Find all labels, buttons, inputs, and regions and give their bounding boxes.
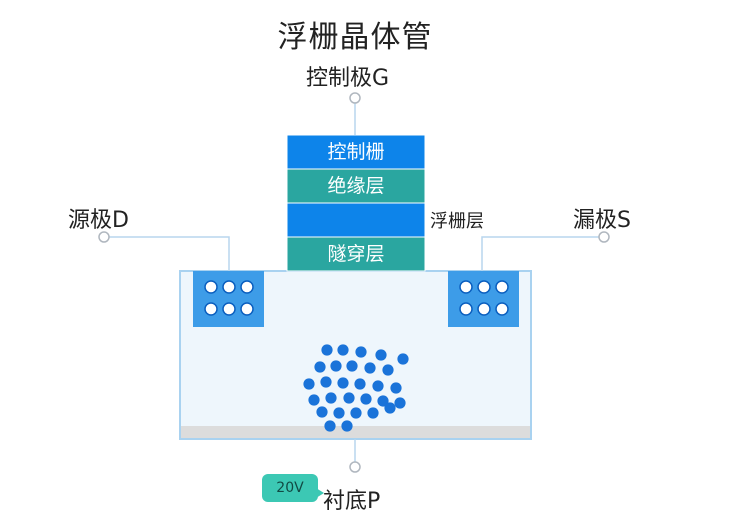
tunnel-label: 隧穿层 — [327, 243, 385, 265]
electron-dot — [350, 407, 362, 419]
voltage-badge: 20V — [262, 474, 324, 502]
electron-dot — [382, 364, 394, 376]
drain-well-electrons — [459, 280, 509, 316]
electron-dot — [397, 353, 409, 365]
electron-dot — [355, 346, 367, 358]
electron-dot — [364, 362, 376, 374]
electron-dot — [459, 302, 473, 316]
gate-terminal-node — [349, 92, 361, 104]
substrate-terminal-label: 衬底P — [323, 489, 381, 514]
substrate-base — [181, 426, 530, 438]
electron-dot — [333, 407, 345, 419]
electron-dot — [341, 420, 353, 432]
electron-dot — [337, 377, 349, 389]
electron-dot — [240, 280, 254, 294]
source-terminal-label: 源极D — [68, 208, 129, 233]
electron-dot — [390, 382, 402, 394]
electron-dot — [316, 406, 328, 418]
electron-dot — [477, 280, 491, 294]
electron-dot — [204, 302, 218, 316]
electron-dot — [320, 376, 332, 388]
substrate-terminal-node — [349, 461, 361, 473]
electron-dot — [495, 302, 509, 316]
source-well — [193, 271, 264, 327]
source-terminal-node — [98, 231, 110, 243]
electron-dot — [495, 280, 509, 294]
source-well-electrons — [204, 280, 254, 316]
electron-dot — [360, 393, 372, 405]
electron-dot — [394, 397, 406, 409]
electron-dot — [222, 280, 236, 294]
electron-dot — [354, 378, 366, 390]
electron-dot — [204, 280, 218, 294]
electron-dot — [222, 302, 236, 316]
electron-dot — [337, 344, 349, 356]
source-connector-line — [108, 236, 230, 271]
channel-electron-cluster — [303, 344, 409, 432]
drain-terminal-node — [598, 231, 610, 243]
diagram-title: 浮栅晶体管 — [277, 20, 433, 55]
floating-gate-side-label: 浮栅层 — [430, 211, 484, 232]
electron-dot — [325, 392, 337, 404]
gate-terminal-label: 控制极G — [306, 66, 390, 91]
electron-dot — [240, 302, 254, 316]
drain-connector-line — [481, 236, 604, 271]
electron-dot — [346, 360, 358, 372]
electron-dot — [477, 302, 491, 316]
electron-dot — [303, 378, 315, 390]
electron-dot — [308, 394, 320, 406]
electron-dot — [372, 380, 384, 392]
electron-dot — [459, 280, 473, 294]
drain-well — [448, 271, 519, 327]
electron-dot — [384, 402, 396, 414]
insulator-label: 绝缘层 — [327, 175, 385, 197]
electron-dot — [375, 349, 387, 361]
electron-dot — [330, 360, 342, 372]
tunnel-layer — [286, 236, 426, 272]
electron-dot — [343, 392, 355, 404]
electron-dot — [324, 420, 336, 432]
drain-terminal-label: 漏极S — [573, 208, 631, 233]
electron-dot — [377, 395, 389, 407]
electron-dot — [367, 407, 379, 419]
floating-gate-layer — [286, 202, 426, 238]
electron-dot — [321, 344, 333, 356]
electron-dot — [314, 361, 326, 373]
insulator-layer — [286, 168, 426, 204]
control-gate-layer — [286, 134, 426, 170]
control-gate-label: 控制栅 — [327, 141, 385, 163]
